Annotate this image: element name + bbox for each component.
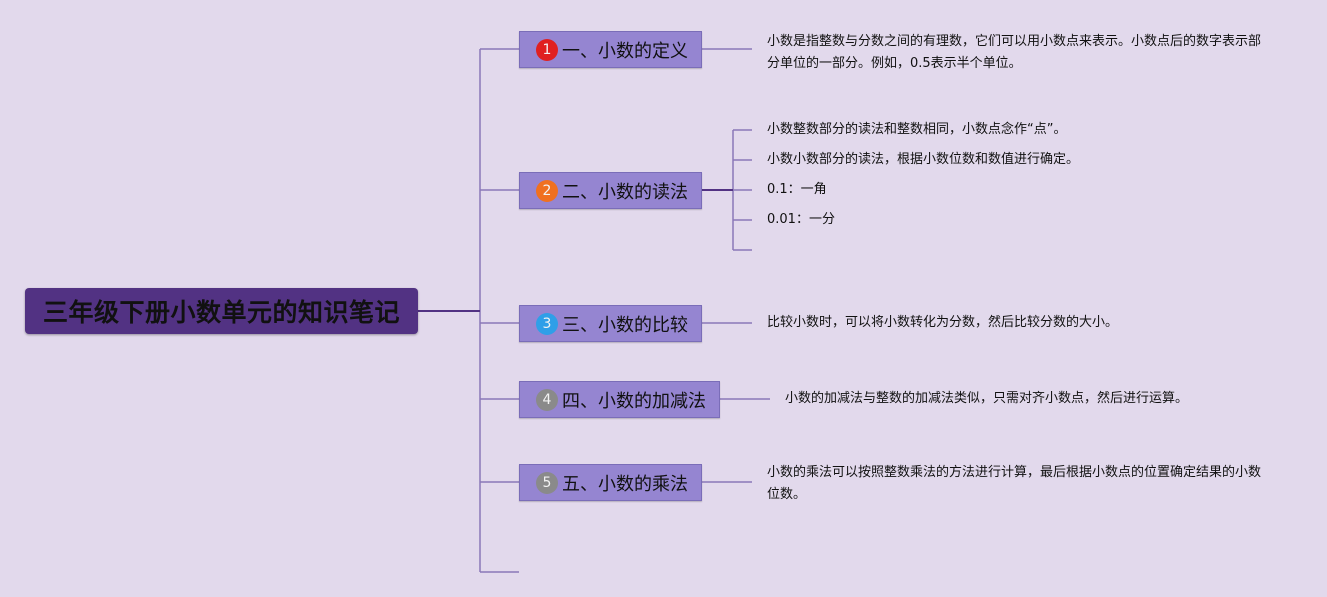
leaf-text: 小数是指整数与分数之间的有理数，它们可以用小数点来表示。小数点后的数字表示部分单… [767,34,1262,71]
branch-label: 二、小数的读法 [562,181,688,203]
root-title: 三年级下册小数单元的知识笔记 [42,298,400,327]
branch-topic-reading[interactable]: 2 二、小数的读法 [519,172,702,209]
branch-topic-addition-subtraction[interactable]: 4 四、小数的加减法 [519,381,720,418]
leaf-text: 0.01：一分 [767,212,835,227]
leaf-topic-comparison[interactable]: 比较小数时，可以将小数转化为分数，然后比较分数的大小。 [767,312,1118,334]
leaf-topic-reading-example-2[interactable]: 0.01：一分 [767,209,835,231]
branch-label: 五、小数的乘法 [562,473,688,495]
branch-label: 四、小数的加减法 [562,390,706,412]
leaf-topic-multiplication[interactable]: 小数的乘法可以按照整数乘法的方法进行计算，最后根据小数点的位置确定结果的小数位数… [767,462,1267,506]
leaf-text: 小数整数部分的读法和整数相同，小数点念作“点”。 [767,122,1067,137]
number-3-icon: 3 [536,312,558,335]
leaf-text: 小数的乘法可以按照整数乘法的方法进行计算，最后根据小数点的位置确定结果的小数位数… [767,465,1262,502]
leaf-text: 小数小数部分的读法，根据小数位数和数值进行确定。 [767,152,1080,167]
leaf-topic-reading-integer[interactable]: 小数整数部分的读法和整数相同，小数点念作“点”。 [767,119,1066,141]
root-topic[interactable]: 三年级下册小数单元的知识笔记 [25,288,418,334]
leaf-text: 小数的加减法与整数的加减法类似，只需对齐小数点，然后进行运算。 [785,391,1189,406]
number-5-icon: 5 [536,471,558,494]
branch-label: 三、小数的比较 [562,314,688,336]
leaf-topic-reading-example-1[interactable]: 0.1：一角 [767,179,827,201]
number-1-icon: 1 [536,38,558,61]
branch-label: 一、小数的定义 [562,40,688,62]
leaf-text: 0.1：一角 [767,182,827,197]
branch-topic-comparison[interactable]: 3 三、小数的比较 [519,305,702,342]
leaf-topic-definition[interactable]: 小数是指整数与分数之间的有理数，它们可以用小数点来表示。小数点后的数字表示部分单… [767,31,1267,75]
leaf-topic-reading-decimal[interactable]: 小数小数部分的读法，根据小数位数和数值进行确定。 [767,149,1079,171]
leaf-topic-addition-subtraction[interactable]: 小数的加减法与整数的加减法类似，只需对齐小数点，然后进行运算。 [785,388,1188,410]
leaf-text: 比较小数时，可以将小数转化为分数，然后比较分数的大小。 [767,315,1119,330]
number-2-icon: 2 [536,179,558,202]
branch-topic-multiplication[interactable]: 5 五、小数的乘法 [519,464,702,501]
branch-topic-definition[interactable]: 1 一、小数的定义 [519,31,702,68]
number-4-icon: 4 [536,388,558,411]
